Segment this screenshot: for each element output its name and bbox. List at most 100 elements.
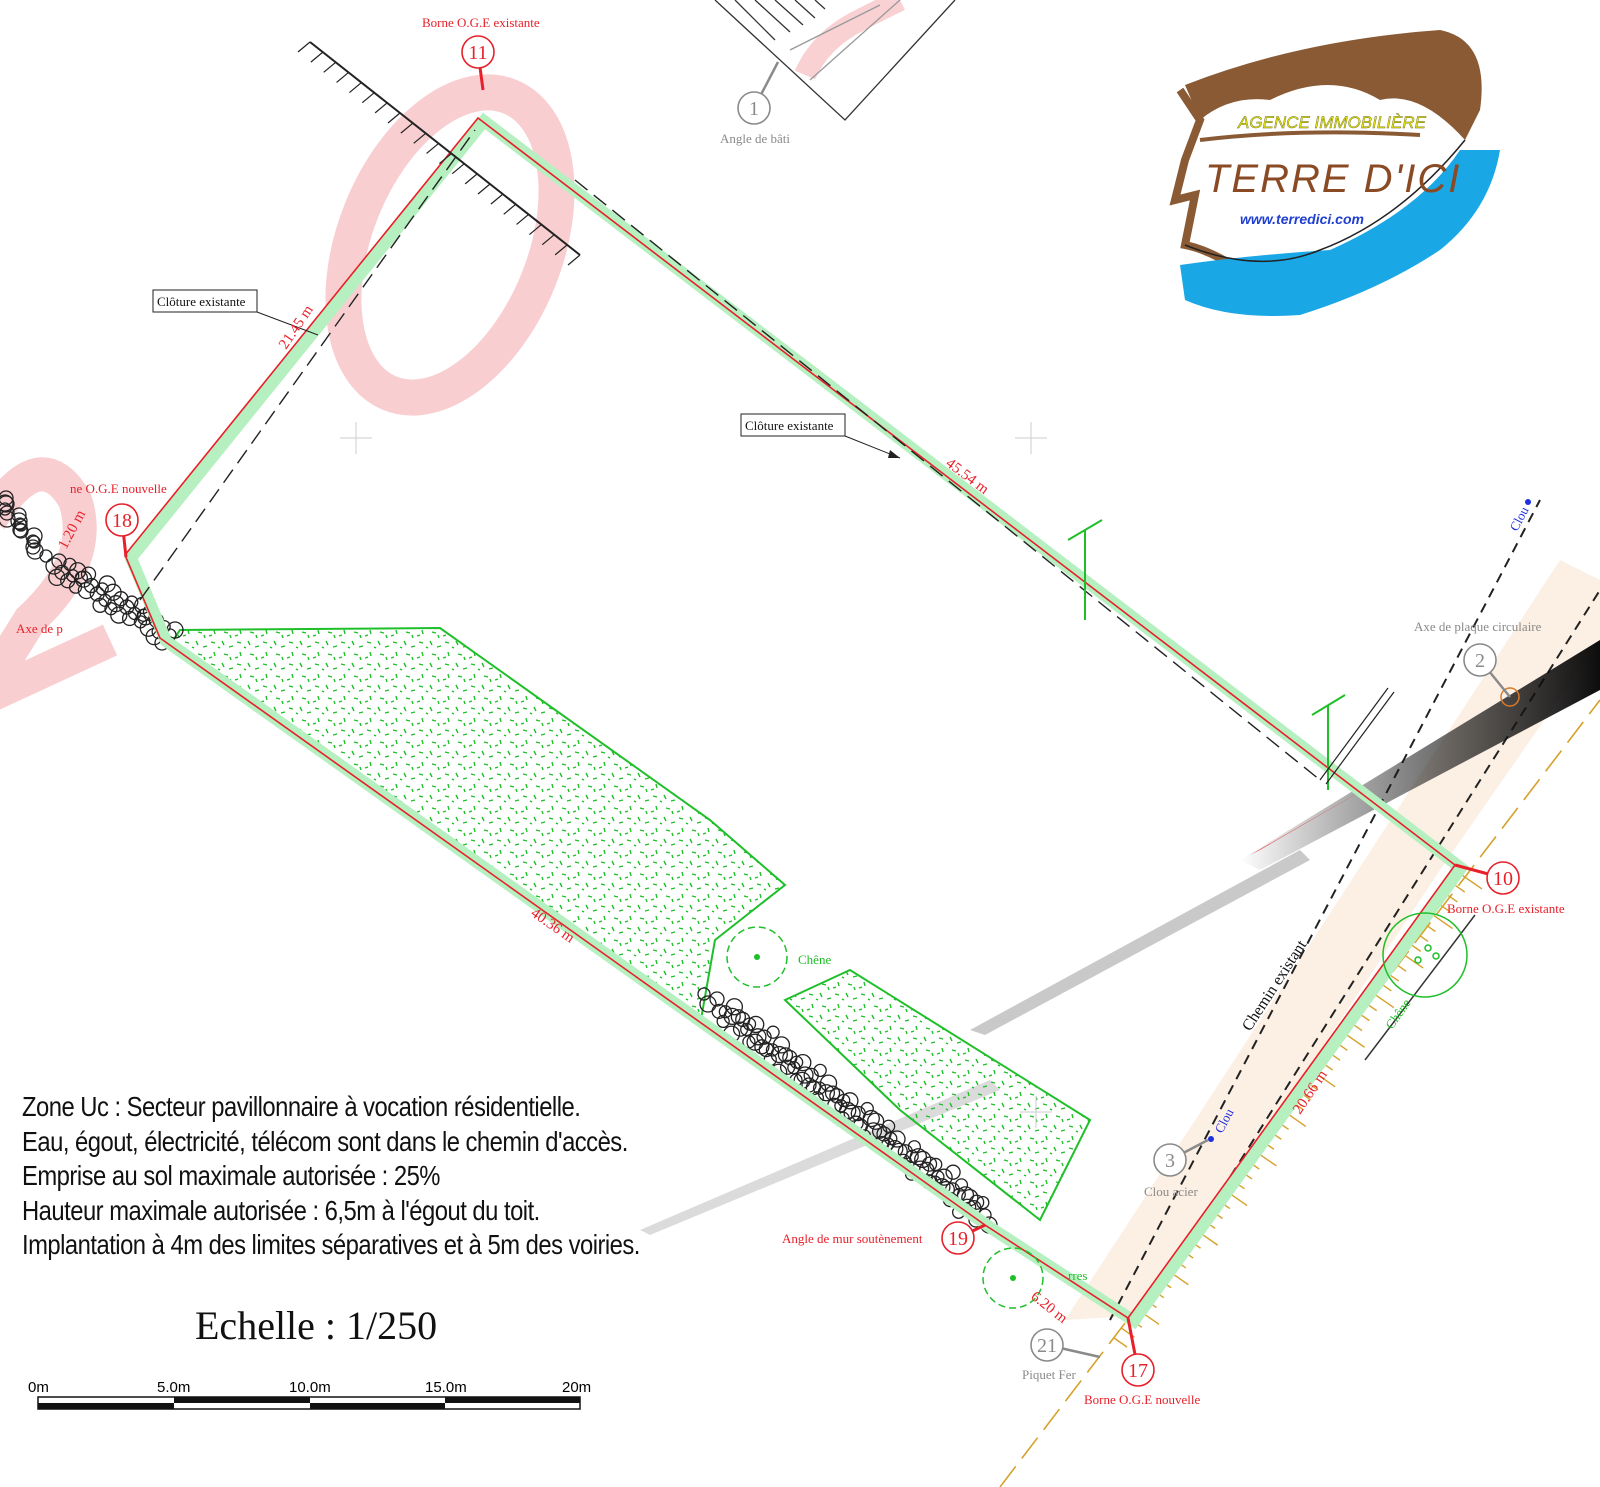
rock bbox=[0, 505, 15, 521]
rock bbox=[12, 522, 28, 538]
nail-label: Clou bbox=[1506, 504, 1531, 534]
rock bbox=[914, 1150, 932, 1169]
rock bbox=[74, 570, 89, 585]
agency-logo: AGENCE IMMOBILIÈRE TERRE D'ICI www.terre… bbox=[1169, 30, 1500, 316]
rock bbox=[0, 495, 15, 513]
scale-tick: 10.0m bbox=[289, 1379, 331, 1396]
watermark-2 bbox=[0, 457, 118, 710]
rock bbox=[819, 1074, 838, 1092]
nail-point bbox=[1208, 1136, 1214, 1142]
rock bbox=[747, 1015, 765, 1034]
dimension-label: 6.20 m bbox=[1028, 1289, 1071, 1327]
scale-tick: 20m bbox=[562, 1379, 591, 1396]
rock bbox=[77, 581, 96, 600]
slope-edge bbox=[1364, 914, 1476, 1061]
gate-marks bbox=[1067, 519, 1346, 790]
logo-tagline: AGENCE IMMOBILIÈRE bbox=[1237, 113, 1427, 132]
rock bbox=[770, 1045, 788, 1064]
point-label: Clou acier bbox=[1144, 1184, 1198, 1199]
nail-point bbox=[1525, 499, 1531, 505]
point-marker bbox=[1153, 1143, 1187, 1177]
rock bbox=[772, 1036, 791, 1054]
retaining-wall-rocks bbox=[0, 490, 998, 1234]
rock bbox=[110, 606, 128, 624]
point-marker bbox=[105, 503, 139, 537]
rock bbox=[824, 1085, 841, 1101]
scale-tick: 0m bbox=[28, 1379, 49, 1396]
rock bbox=[860, 1101, 874, 1116]
axe-partial-label: Axe de p bbox=[16, 621, 63, 636]
rock bbox=[121, 610, 138, 627]
vegetation-area bbox=[783, 968, 1092, 1222]
building-corner bbox=[714, 0, 956, 121]
point-number: 2 bbox=[1475, 650, 1485, 672]
rock bbox=[929, 1157, 943, 1172]
vegetation-area bbox=[168, 626, 787, 1027]
zoning-notes: Zone Uc : Secteur pavillonnaire à vocati… bbox=[22, 1090, 640, 1263]
manhole-axis bbox=[1500, 687, 1520, 707]
point-marker bbox=[1030, 1328, 1064, 1362]
oak-label: Chêne bbox=[798, 952, 831, 967]
tree-center bbox=[754, 954, 760, 960]
rock bbox=[866, 1112, 885, 1130]
rock bbox=[746, 1033, 764, 1051]
rock bbox=[976, 1195, 990, 1210]
rock bbox=[48, 568, 66, 587]
rock bbox=[80, 566, 97, 582]
rock bbox=[881, 1119, 896, 1133]
rock bbox=[839, 1101, 857, 1120]
rock bbox=[803, 1067, 819, 1084]
photo-artifact bbox=[640, 640, 1600, 1235]
point-label: Axe de plaque circulaire bbox=[1414, 619, 1542, 634]
point-number: 18 bbox=[112, 510, 132, 532]
rock bbox=[787, 1060, 801, 1075]
point-marker bbox=[1486, 861, 1520, 895]
point-number: 1 bbox=[749, 98, 759, 120]
rock bbox=[909, 1148, 928, 1166]
point-marker bbox=[1463, 643, 1497, 677]
point-label: Borne O.G.E nouvelle bbox=[1084, 1392, 1200, 1407]
rock bbox=[871, 1123, 888, 1139]
logo-url: www.terredici.com bbox=[1240, 211, 1364, 227]
tree-center bbox=[1010, 1275, 1016, 1281]
point-number: 10 bbox=[1493, 868, 1513, 890]
rock bbox=[51, 553, 67, 569]
rock bbox=[765, 1043, 780, 1057]
point-number: 19 bbox=[948, 1228, 968, 1250]
rock bbox=[0, 510, 16, 528]
rock bbox=[777, 1047, 794, 1063]
scale-bar: 0m 5.0m 10.0m 15.0m 20m bbox=[28, 1379, 591, 1410]
rock bbox=[779, 1059, 796, 1075]
rock bbox=[843, 1104, 861, 1122]
rock bbox=[113, 591, 129, 607]
oak-tree bbox=[1382, 912, 1468, 998]
rock bbox=[888, 1130, 906, 1148]
gate-rail bbox=[1319, 687, 1395, 785]
rock bbox=[697, 987, 711, 1001]
scale-tick: 5.0m bbox=[157, 1379, 190, 1396]
rock bbox=[732, 1021, 749, 1037]
point-label: Piquet Fer bbox=[1022, 1367, 1076, 1382]
rock bbox=[834, 1099, 848, 1113]
rock bbox=[92, 597, 108, 613]
point-number: 11 bbox=[468, 42, 487, 64]
rock bbox=[813, 1063, 827, 1078]
rock bbox=[812, 1081, 827, 1095]
rock bbox=[766, 1025, 780, 1039]
point-number: 17 bbox=[1128, 1360, 1148, 1382]
rock bbox=[740, 1022, 754, 1037]
scale-title: Echelle : 1/250 bbox=[195, 1303, 438, 1348]
rock bbox=[725, 998, 744, 1016]
rock bbox=[709, 991, 725, 1007]
rock bbox=[716, 1014, 730, 1029]
rock bbox=[83, 577, 100, 594]
rock bbox=[0, 502, 12, 516]
rock bbox=[862, 1109, 880, 1128]
